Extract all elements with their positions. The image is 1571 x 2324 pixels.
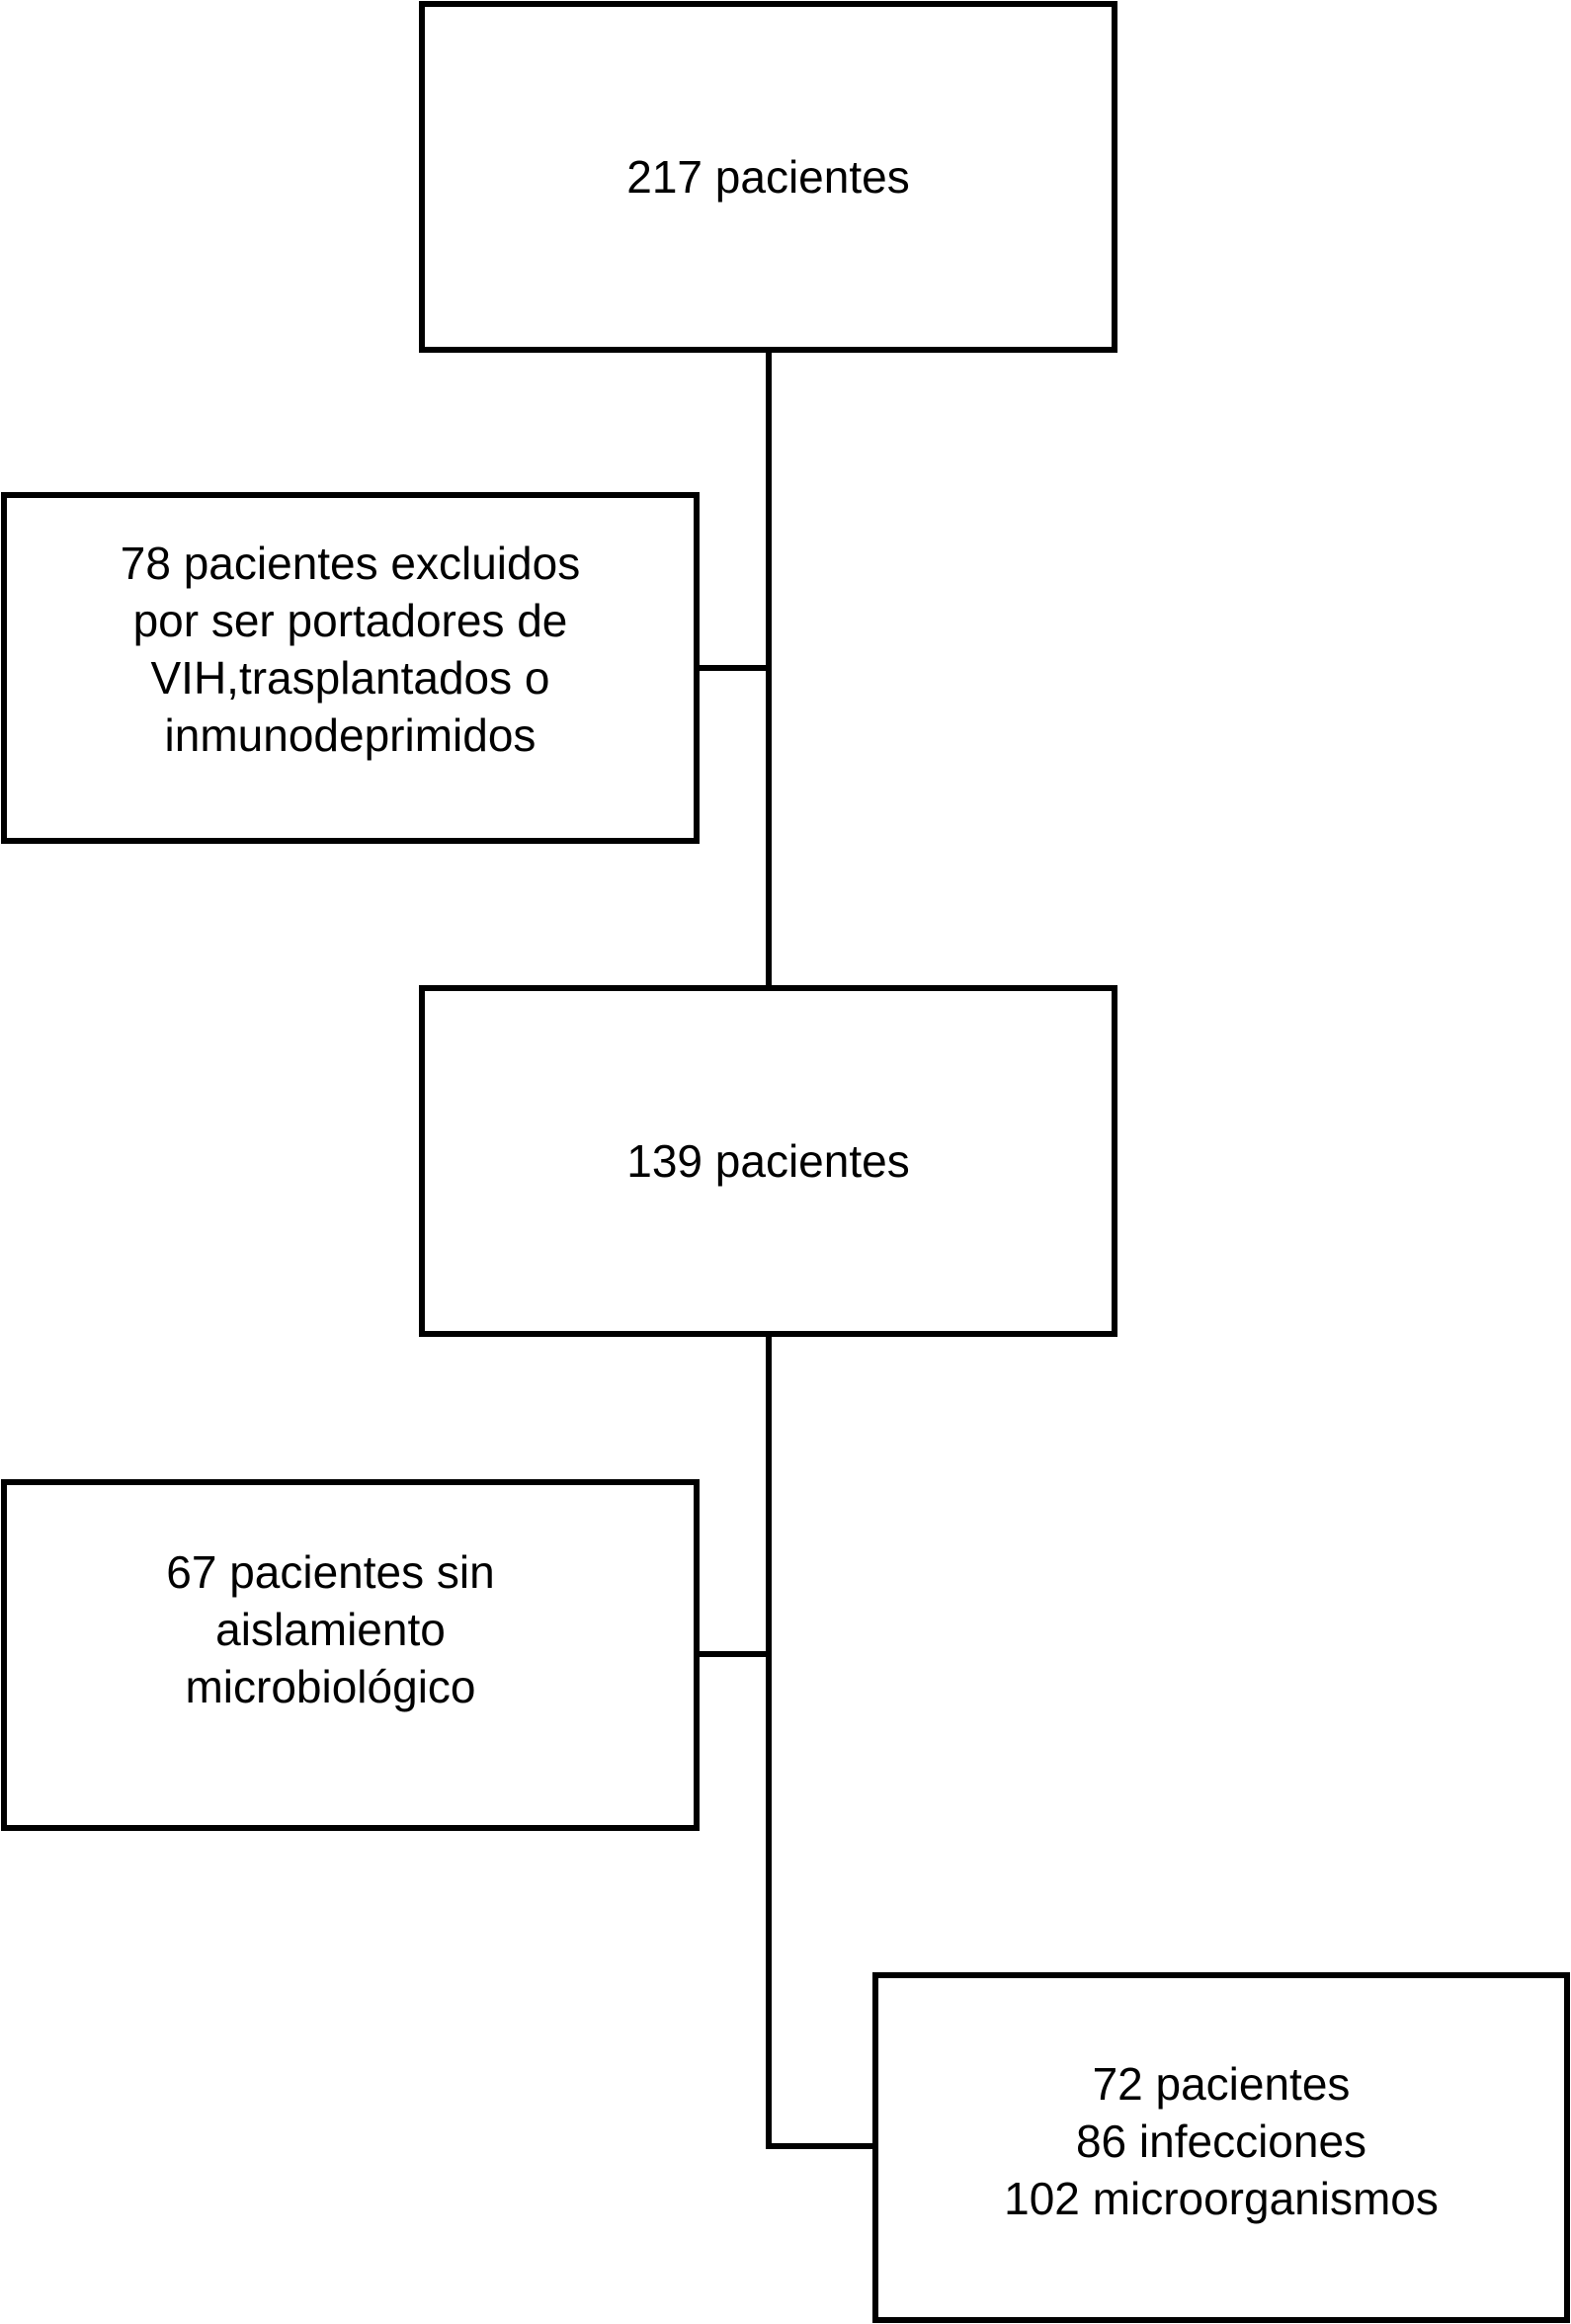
node-final-label: 72 pacientes 86 infecciones 102 microorg…: [1004, 2057, 1439, 2224]
connector-main-lower: [766, 1335, 772, 2149]
node-total-patients: 217 pacientes: [419, 1, 1117, 353]
connector-excluded-branch: [698, 665, 769, 671]
node-no-isolation-label: 67 pacientes sin aislamiento microbiológ…: [166, 1546, 495, 1712]
connector-main-upper: [766, 351, 772, 987]
node-no-isolation-patients: 67 pacientes sin aislamiento microbiológ…: [1, 1479, 700, 1831]
node-included-label: 139 pacientes: [626, 1135, 910, 1187]
node-excluded-label: 78 pacientes excluidos por ser portadore…: [120, 538, 581, 761]
connector-no-isolation-branch: [698, 1651, 769, 1657]
node-included-patients: 139 pacientes: [419, 985, 1117, 1337]
node-total-label: 217 pacientes: [626, 151, 910, 203]
node-final-cohort: 72 pacientes 86 infecciones 102 microorg…: [872, 1972, 1570, 2323]
connector-final-branch: [766, 2143, 874, 2149]
node-excluded-patients: 78 pacientes excluidos por ser portadore…: [1, 492, 700, 844]
